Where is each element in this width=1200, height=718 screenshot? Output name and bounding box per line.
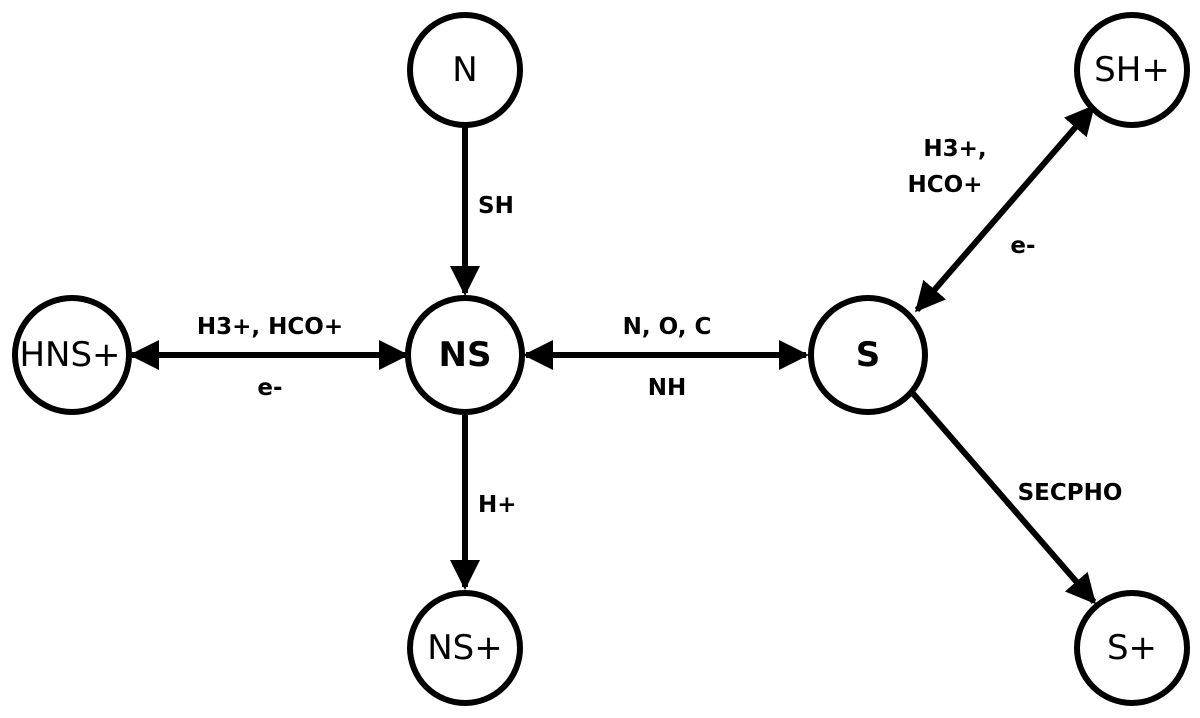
- edge-label-s-sh-plus-line1: H3+,: [923, 136, 986, 162]
- node-sh-plus: SH+: [1074, 12, 1190, 128]
- edge-label-s-sh-plus-line2: HCO+: [908, 172, 983, 198]
- edge-label-hns-ns-bottom: e-: [257, 375, 282, 401]
- node-label-ns-plus: NS+: [427, 628, 503, 668]
- node-label-hns-plus: HNS+: [19, 335, 120, 375]
- node-label-n: N: [452, 50, 477, 90]
- edge-label-sh: SH: [478, 193, 514, 219]
- edge-label-ns-s-bottom: NH: [648, 375, 687, 401]
- edge-s-sh-plus: [914, 104, 1096, 313]
- node-label-s-plus: S+: [1107, 628, 1157, 668]
- node-ns-plus: NS+: [407, 590, 523, 706]
- node-label-s: S: [856, 335, 881, 375]
- node-hns-plus: HNS+: [12, 295, 132, 415]
- node-n: N: [407, 12, 523, 128]
- edge-s-to-s-plus: [907, 388, 1097, 605]
- edge-label-h-plus: H+: [478, 492, 517, 518]
- node-label-sh-plus: SH+: [1094, 50, 1170, 90]
- node-label-ns: NS: [439, 335, 492, 375]
- edge-label-secpho: SECPHO: [1018, 480, 1123, 506]
- node-s: S: [808, 295, 928, 415]
- edge-label-s-sh-plus-side: e-: [1010, 233, 1035, 259]
- edge-label-ns-s-top: N, O, C: [623, 314, 712, 340]
- node-s-plus: S+: [1074, 590, 1190, 706]
- node-ns: NS: [405, 295, 525, 415]
- edge-label-hns-ns-top: H3+, HCO+: [197, 314, 343, 340]
